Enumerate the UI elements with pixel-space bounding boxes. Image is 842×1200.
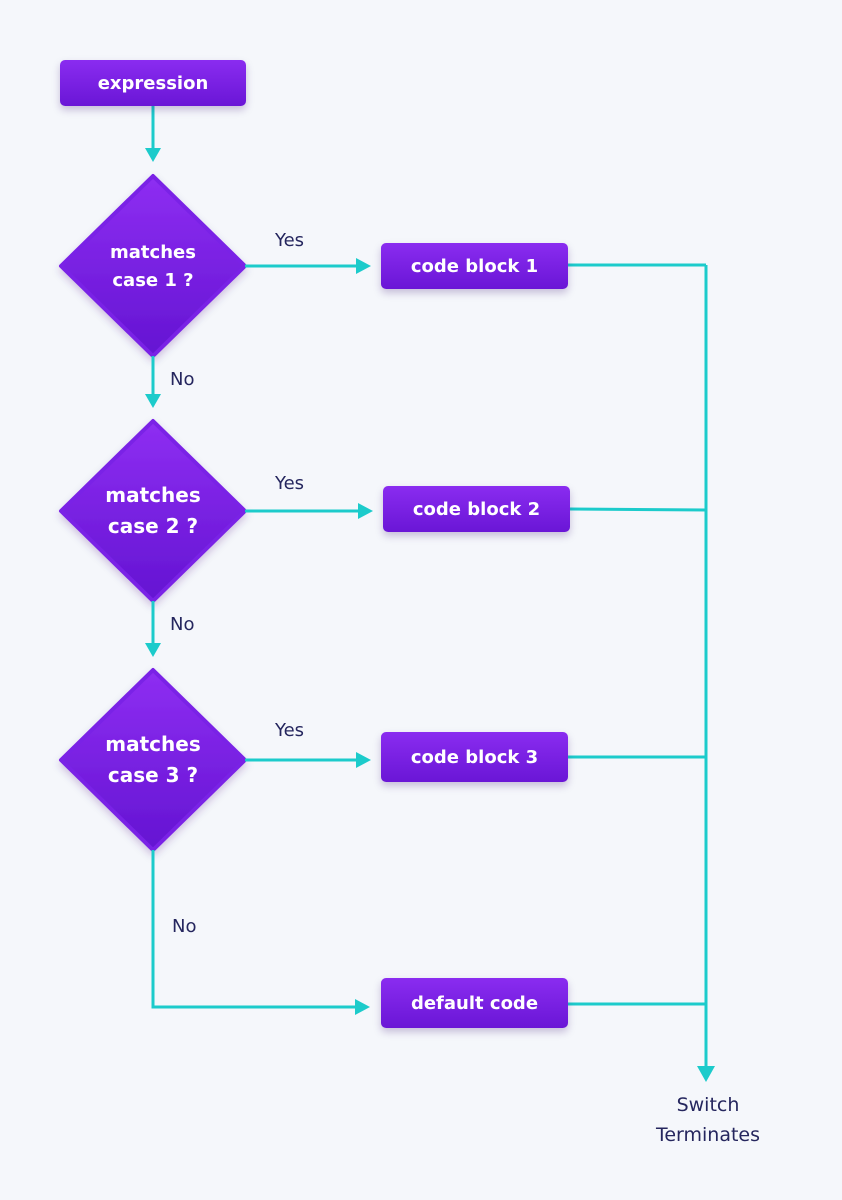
arrowhead-right-1 [356,258,371,274]
connector-decision3-to-default [151,850,355,1009]
arrowhead-down-3 [145,643,161,657]
arrowhead-right-2 [358,503,373,519]
connector-block2-exit [569,507,707,512]
decision-3-label: matches case 3 ? [83,729,223,791]
decision-2-line1: matches [105,483,201,507]
decision-1-line2: case 1 ? [112,270,194,291]
terminal-line2: Terminates [655,1124,761,1147]
arrowhead-down-terminate [697,1066,715,1082]
code-block-1-label: code block 1 [410,255,539,277]
code-block-2-label: code block 2 [412,498,541,520]
expression-node: expression [60,60,246,106]
edge-label-yes-1: Yes [275,230,305,251]
decision-3-line2: case 3 ? [107,763,199,787]
code-block-3-node: code block 3 [381,732,568,782]
arrowhead-down-2 [145,394,161,408]
decision-1-label: matches case 1 ? [83,236,223,298]
code-block-1-node: code block 1 [381,243,568,289]
arrowhead-right-3 [356,752,371,768]
default-code-node: default code [381,978,568,1028]
decision-1-line1: matches [110,242,196,264]
edge-label-no-1: No [170,369,195,390]
arrowhead-right-default [355,999,370,1015]
code-block-3-label: code block 3 [410,746,539,768]
decision-2-line2: case 2 ? [107,514,199,538]
default-code-label: default code [410,992,539,1014]
switch-terminates-label: Switch Terminates [640,1090,776,1151]
edge-label-no-3: No [172,916,197,937]
terminal-line1: Switch [676,1094,740,1116]
arrowhead-down-1 [145,148,161,162]
edge-label-yes-2: Yes [275,473,305,494]
decision-2-label: matches case 2 ? [83,480,223,542]
decision-3-line1: matches [105,732,201,756]
code-block-2-node: code block 2 [383,486,570,532]
edge-label-no-2: No [170,614,195,635]
edge-label-yes-3: Yes [275,720,305,741]
expression-label: expression [97,72,209,94]
